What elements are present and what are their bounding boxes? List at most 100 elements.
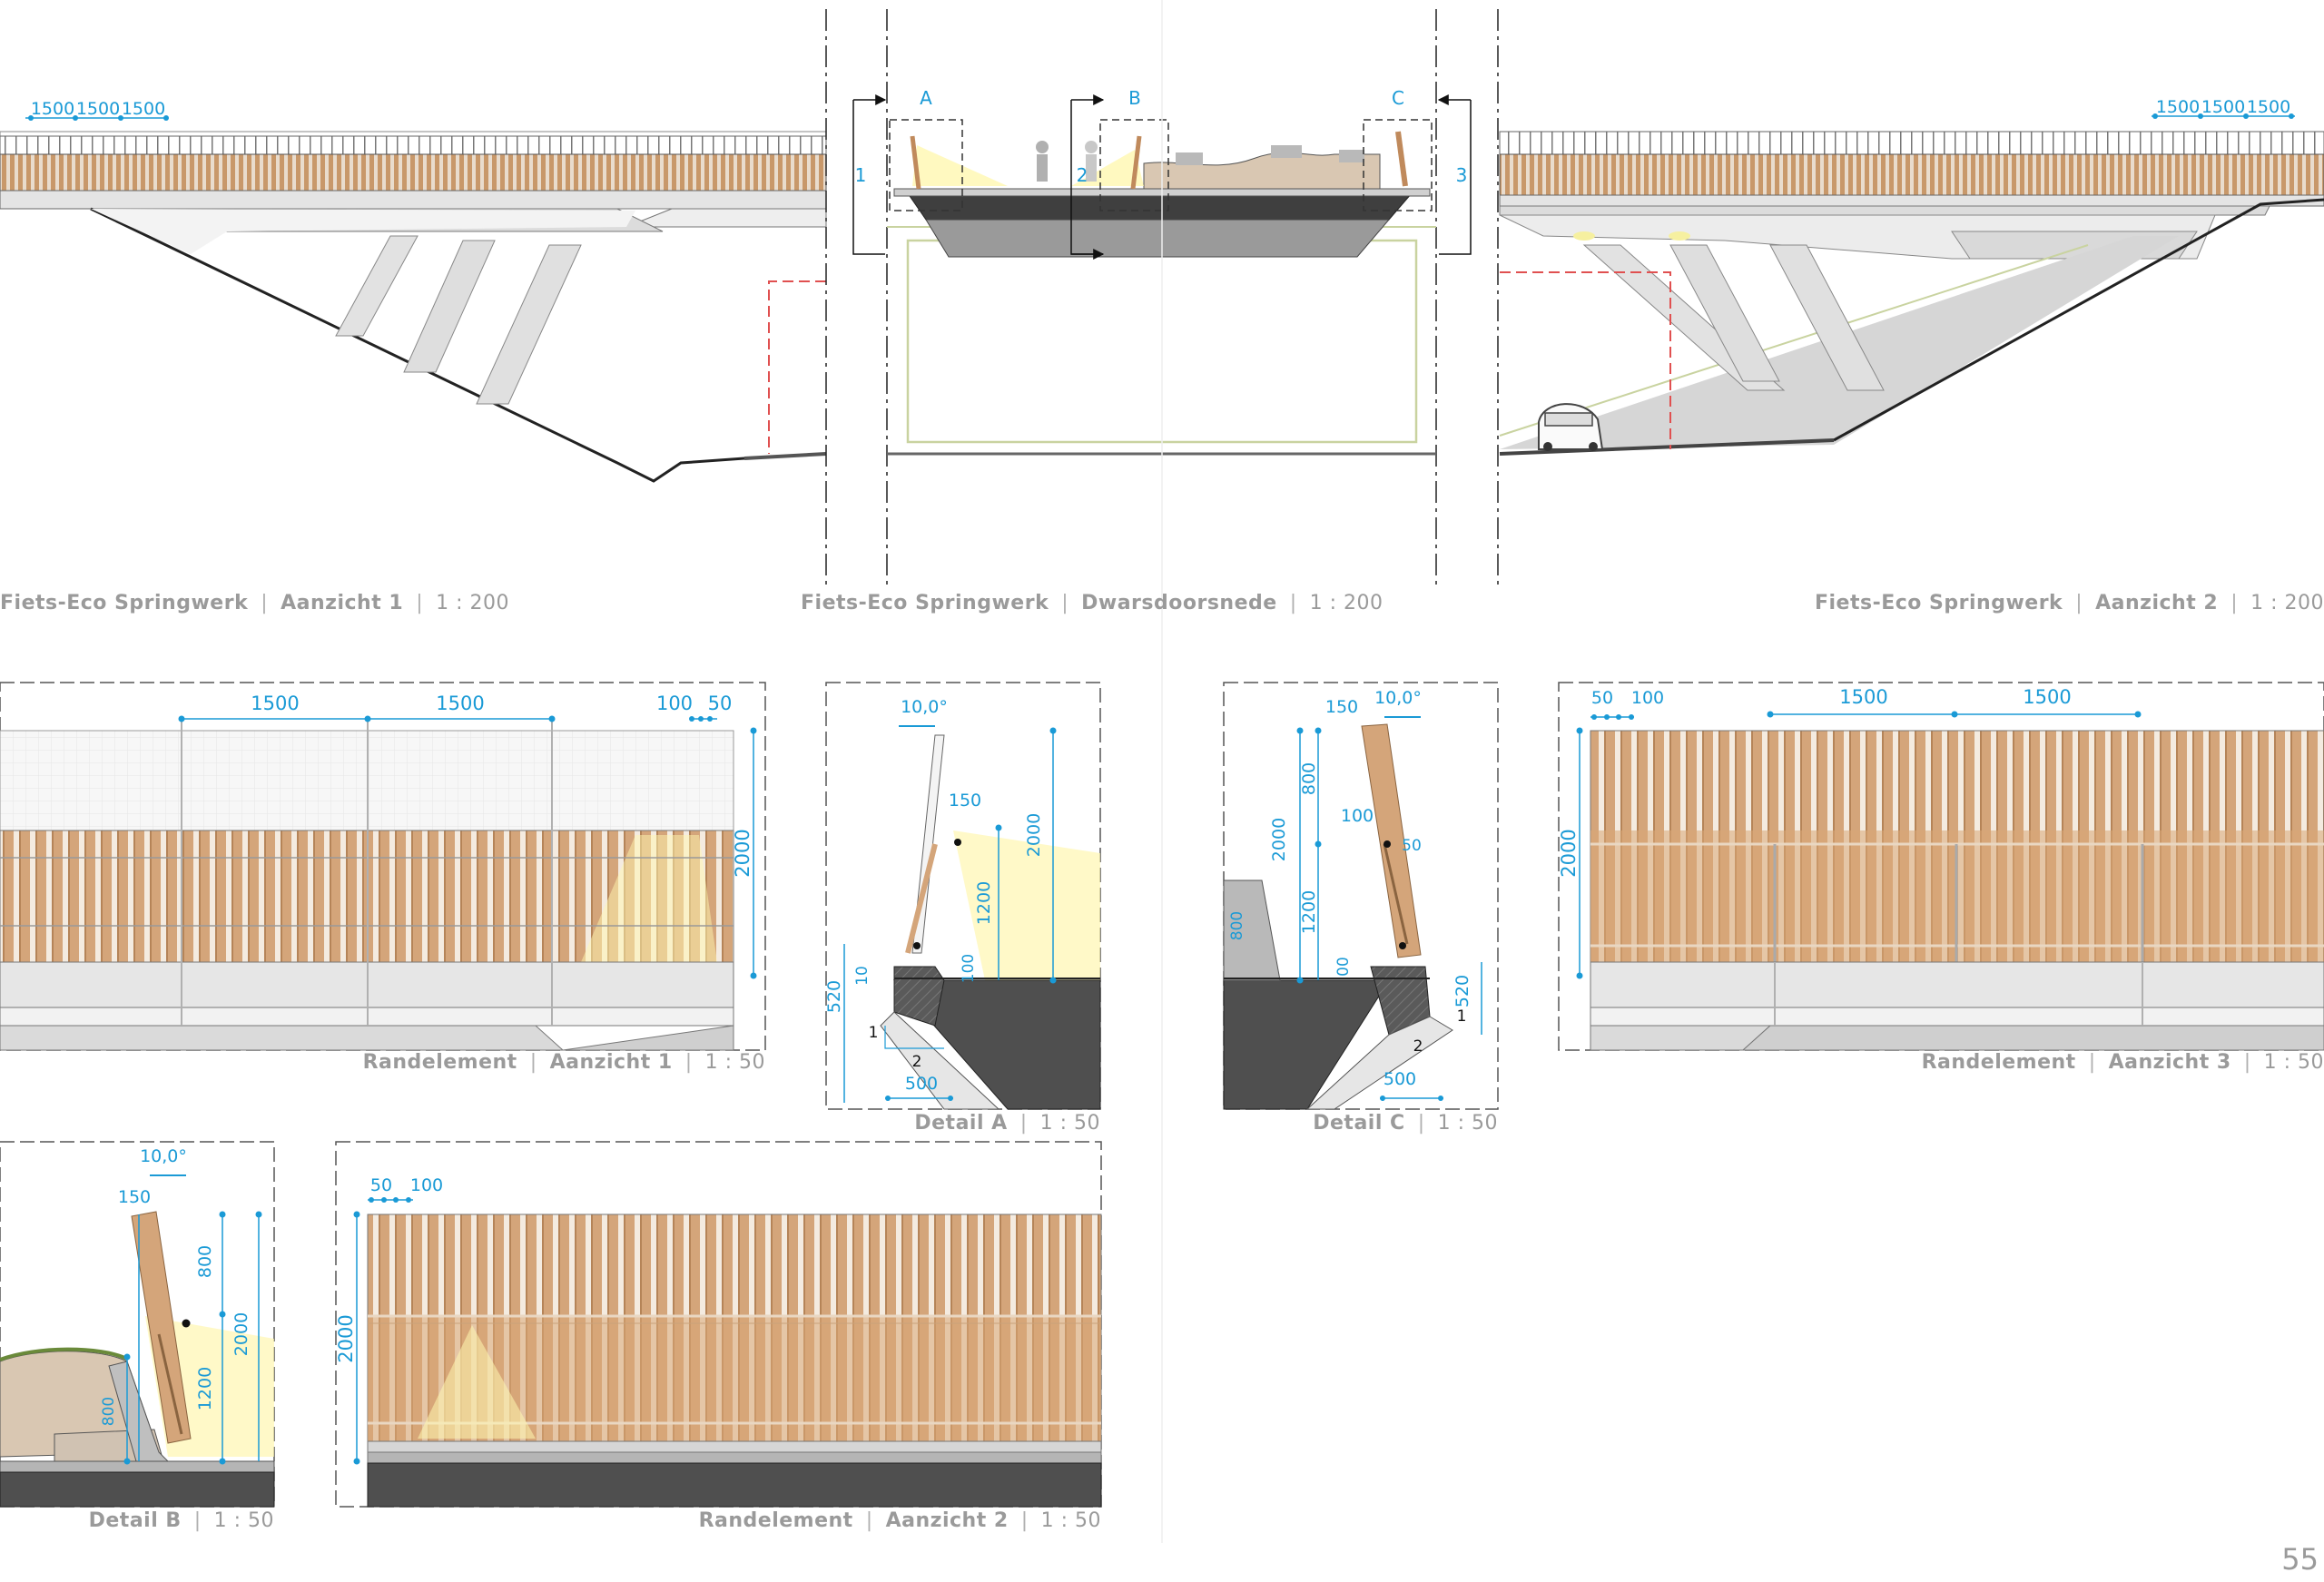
caption-scale: 1 : 50 xyxy=(1040,1509,1101,1532)
caption-title: Detail C xyxy=(1313,1112,1405,1135)
detailB-dim-150: 150 xyxy=(118,1187,151,1207)
view-aanzicht-1: 1500 1500 1500 xyxy=(0,99,827,483)
rand3-dim-2000: 2000 xyxy=(1558,829,1580,877)
caption-separator: | xyxy=(529,1051,537,1074)
detailA-dim-2000: 2000 xyxy=(1024,813,1044,857)
caption-separator: | xyxy=(1417,1112,1425,1135)
detailC-dim-800b: 800 xyxy=(1228,911,1246,940)
detailC-dim-1200: 1200 xyxy=(1299,890,1319,934)
caption-view: Aanzicht 2 xyxy=(885,1509,1009,1532)
detailC-dim-100: 100 xyxy=(1341,806,1374,826)
caption-view: Aanzicht 2 xyxy=(2095,592,2219,614)
view-aanzicht-2: 1500 1500 1500 xyxy=(1499,97,2324,456)
marker-section-2: 2 xyxy=(1077,164,1088,186)
caption-separator: | xyxy=(261,592,269,614)
caption-separator: | xyxy=(1289,592,1297,614)
marker-c: C xyxy=(1392,87,1404,109)
caption-separator: | xyxy=(2243,1051,2251,1074)
detailC-dim-2000: 2000 xyxy=(1269,818,1289,861)
caption-scale: 1 : 200 xyxy=(2250,592,2324,614)
caption-scale: 1 : 200 xyxy=(436,592,510,614)
caption-separator: | xyxy=(684,1051,693,1074)
detailB-dim-2000: 2000 xyxy=(231,1312,251,1356)
caption-separator: | xyxy=(1019,1112,1028,1135)
aanzicht1-dim-3: 1500 xyxy=(122,99,165,119)
detailB-dim-1200: 1200 xyxy=(195,1367,215,1410)
detail-b: 10,0° 150 800 2000 1200 800 xyxy=(0,1141,275,1508)
rand1-dim-100: 100 xyxy=(656,693,693,714)
caption-separator: | xyxy=(2088,1051,2096,1074)
detailC-dim-angle: 10,0° xyxy=(1374,688,1422,708)
randelement-aanzicht-2: 50 100 2000 xyxy=(335,1141,1102,1508)
detailA-dim-1200: 1200 xyxy=(974,881,994,925)
caption-view: Aanzicht 1 xyxy=(281,592,404,614)
caption-view: Aanzicht 3 xyxy=(2108,1051,2231,1074)
aanzicht1-dim-2: 1500 xyxy=(76,99,120,119)
caption-title: Fiets-Eco Springwerk xyxy=(0,592,249,614)
caption-randelement-2: Randelement | Aanzicht 2 | 1 : 50 xyxy=(699,1509,1101,1532)
caption-detail-b: Detail B | 1 : 50 xyxy=(89,1509,274,1532)
detailC-dim-00: 00 xyxy=(1334,957,1353,977)
caption-title: Randelement xyxy=(698,1509,853,1532)
caption-scale: 1 : 50 xyxy=(2263,1051,2324,1074)
detailA-dim-100: 100 xyxy=(960,954,978,983)
rand1-dim-1500b: 1500 xyxy=(436,693,484,714)
marker-b: B xyxy=(1128,87,1141,109)
caption-detail-c: Detail C | 1 : 50 xyxy=(1313,1112,1498,1135)
caption-scale: 1 : 50 xyxy=(1437,1112,1498,1135)
rand2-dim-100: 100 xyxy=(410,1175,443,1195)
caption-scale: 1 : 200 xyxy=(1309,592,1384,614)
rand3-dim-1500a: 1500 xyxy=(1839,686,1887,708)
caption-aanzicht-1: Fiets-Eco Springwerk | Aanzicht 1 | 1 : 200 xyxy=(0,592,509,614)
detailA-dim-520: 520 xyxy=(824,980,844,1013)
rand3-dim-50: 50 xyxy=(1591,688,1613,708)
detail-c: 10,0° 150 800 2000 100 50 1200 800 00 52… xyxy=(1223,682,1499,1110)
detailB-dim-800b: 800 xyxy=(100,1397,118,1426)
detailA-slope-1: 1 xyxy=(869,1024,879,1042)
caption-title: Detail B xyxy=(88,1509,182,1532)
marker-a: A xyxy=(920,87,932,109)
caption-separator: | xyxy=(193,1509,202,1532)
caption-scale: 1 : 50 xyxy=(213,1509,274,1532)
page-number: 55 xyxy=(2281,1542,2319,1577)
marker-section-3: 3 xyxy=(1456,164,1468,186)
caption-randelement-3: Randelement | Aanzicht 3 | 1 : 50 xyxy=(1922,1051,2324,1074)
detailA-dim-150: 150 xyxy=(949,791,981,811)
rand1-dim-1500a: 1500 xyxy=(251,693,299,714)
aanzicht1-dim-1: 1500 xyxy=(31,99,74,119)
detailC-dim-500: 500 xyxy=(1384,1069,1416,1089)
caption-randelement-1: Randelement|Aanzicht 1|1 : 50 xyxy=(363,1051,765,1074)
aanzicht2-dim-1: 1500 xyxy=(2156,97,2200,117)
rand3-dim-100: 100 xyxy=(1631,688,1664,708)
detailB-dim-800: 800 xyxy=(195,1245,215,1278)
randelement-aanzicht-1: 1500 1500 100 50 2000 xyxy=(0,682,766,1051)
caption-separator: | xyxy=(865,1509,873,1532)
aanzicht2-dim-3: 1500 xyxy=(2247,97,2290,117)
car-icon xyxy=(1538,403,1604,451)
rand2-dim-2000: 2000 xyxy=(335,1314,357,1362)
detailC-dim-520: 520 xyxy=(1452,975,1472,1007)
detailA-slope-2: 2 xyxy=(912,1053,922,1071)
detail-a: 10,0° 150 2000 1200 100 10 520 1 2 500 xyxy=(824,682,1101,1110)
caption-title: Randelement xyxy=(1921,1051,2076,1074)
randelement-aanzicht-3: 50 100 1500 1500 2000 xyxy=(1558,682,2324,1051)
detailA-dim-angle: 10,0° xyxy=(901,697,948,717)
caption-title: Randelement xyxy=(362,1051,517,1074)
caption-separator: | xyxy=(2230,592,2239,614)
caption-separator: | xyxy=(2075,592,2083,614)
rand1-dim-2000: 2000 xyxy=(732,829,753,877)
rand2-dim-50: 50 xyxy=(370,1175,392,1195)
detailA-dim-500: 500 xyxy=(905,1074,938,1094)
caption-separator: | xyxy=(416,592,424,614)
marker-section-1: 1 xyxy=(855,164,867,186)
aanzicht2-dimensions: 1500 1500 1500 xyxy=(2152,97,2295,119)
detailC-dim-50: 50 xyxy=(1402,837,1422,855)
caption-separator: | xyxy=(1020,1509,1029,1532)
detailC-slope-1: 1 xyxy=(1457,1007,1467,1026)
rand3-dim-1500b: 1500 xyxy=(2023,686,2071,708)
caption-view: Dwarsdoorsnede xyxy=(1081,592,1277,614)
detailC-slope-2: 2 xyxy=(1413,1037,1423,1056)
caption-scale: 1 : 50 xyxy=(1039,1112,1100,1135)
caption-detail-a: Detail A|1 : 50 xyxy=(914,1112,1100,1135)
